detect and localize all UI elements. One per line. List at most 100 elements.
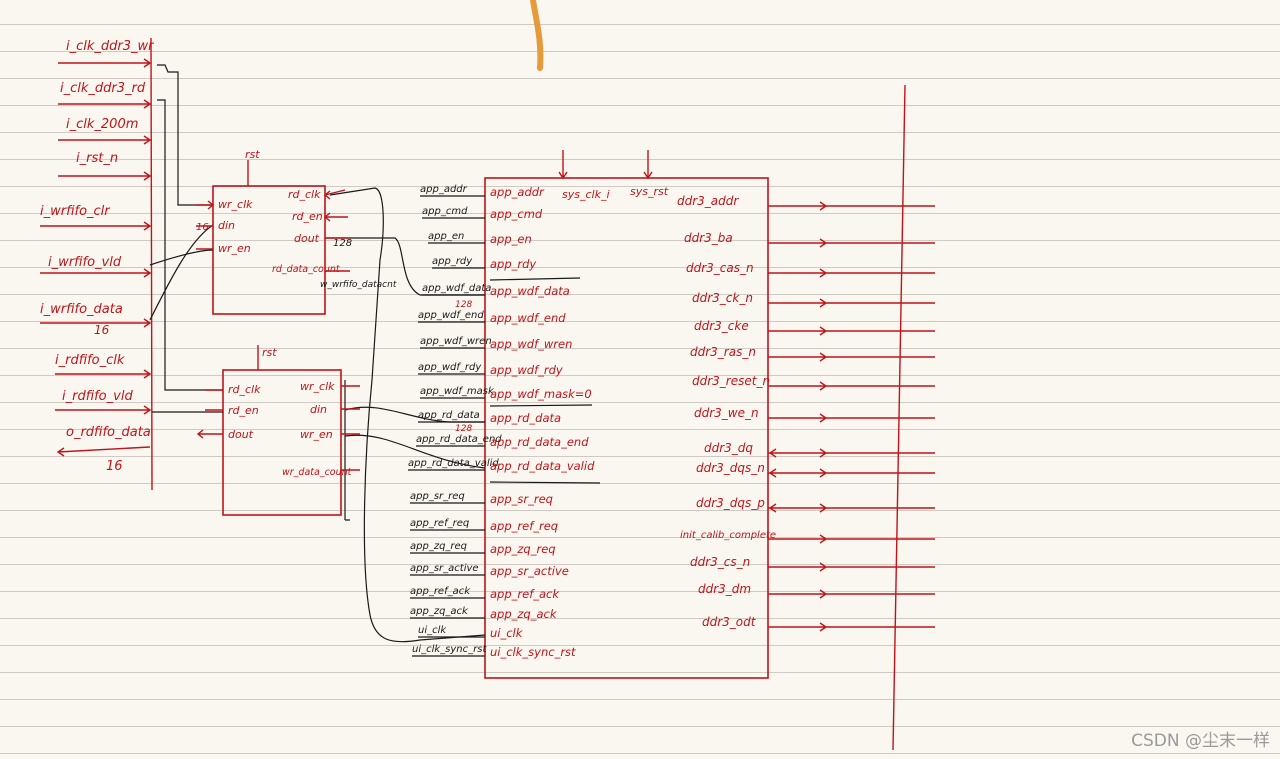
mig-signal-14: app_zq_req — [410, 541, 467, 552]
wrfifo-wr-clk: wr_clk — [218, 198, 253, 211]
mig-left-port-16: app_ref_ack — [490, 587, 560, 601]
mig-sys-rst: sys_rst — [630, 185, 669, 198]
label-i-clk-ddr3-rd: i_clk_ddr3_rd — [60, 81, 146, 96]
mig-right-port-13: ddr3_dm — [698, 582, 751, 596]
mig-left-ports: app_addr app_cmd app_en app_rdy app_wdf_data… — [490, 185, 595, 659]
bus-width-16b: 16 — [106, 459, 123, 474]
mig-left-port-4: app_wdf_data — [490, 284, 570, 298]
mig-left-port-19: ui_clk_sync_rst — [490, 645, 576, 659]
mig-right-port-0: ddr3_addr — [677, 194, 739, 208]
mig-left-port-3: app_rdy — [490, 257, 536, 271]
mig-right-port-5: ddr3_ras_n — [690, 345, 756, 359]
mig-signal-18: ui_clk — [418, 625, 447, 636]
mig-right-port-14: ddr3_odt — [702, 615, 757, 629]
mig-right-stub-5 — [768, 352, 935, 362]
mig-right-stubs — [768, 201, 935, 632]
mig-right-stub-0 — [768, 201, 935, 211]
mig-signal-5: app_wdf_end — [418, 310, 484, 321]
mig-left-port-5: app_wdf_end — [490, 311, 566, 325]
mig-signal-3: app_rdy — [432, 256, 473, 267]
label-i-rdfifo-vld: i_rdfifo_vld — [62, 389, 133, 404]
mig-signal-10: app_rd_data_end — [416, 434, 502, 445]
wire-dout-128 — [325, 237, 485, 296]
mig-left-port-1: app_cmd — [490, 207, 543, 221]
mig-left-port-17: app_zq_ack — [490, 607, 558, 621]
mig-right-ports: ddr3_addr ddr3_ba ddr3_cas_n ddr3_ck_n ddr3_… — [677, 194, 776, 629]
mig-signal-4: app_wdf_data — [422, 283, 491, 294]
marker-stroke — [530, 0, 544, 71]
mig-left-port-15: app_sr_active — [490, 564, 569, 578]
mig-left-port-12: app_sr_req — [490, 492, 553, 506]
mig-right-stub-2 — [768, 268, 935, 278]
rdfifo-wr-clk: wr_clk — [300, 380, 335, 393]
mig-right-port-3: ddr3_ck_n — [692, 291, 753, 305]
wrfifo-count-net: w_wrfifo_datacnt — [320, 280, 397, 290]
mig-left-port-2: app_en — [490, 232, 532, 246]
mig-signal-16: app_ref_ack — [410, 586, 471, 597]
wrfifo-labels: rst wr_clk din wr_en rd_clk rd_en dout r… — [196, 148, 352, 275]
mig-signal-1: app_cmd — [422, 206, 468, 217]
wire-count-up — [344, 380, 350, 521]
rdfifo-rd-clk: rd_clk — [228, 383, 261, 396]
mig-signal-15: app_sr_active — [410, 563, 479, 574]
left-input-arrows — [40, 58, 152, 457]
mig-left-stubs — [408, 195, 485, 657]
label-o-rdfifo-data: o_rdfifo_data — [66, 425, 151, 440]
rdfifo-dout: dout — [228, 428, 254, 441]
mig-128a: 128 — [455, 300, 472, 310]
mig-left-port-18: ui_clk — [490, 626, 524, 640]
rdfifo-rd-en: rd_en — [228, 404, 259, 417]
mig-underlines — [489, 277, 601, 484]
mig-left-port-0: app_addr — [490, 185, 545, 199]
mig-left-port-6: app_wdf_wren — [490, 337, 572, 351]
mig-signal-19: ui_clk_sync_rst — [412, 644, 487, 655]
mig-right-port-12: ddr3_cs_n — [690, 555, 750, 569]
wrfifo-wr-en: wr_en — [218, 242, 251, 255]
mig-right-port-7: ddr3_we_n — [694, 406, 759, 420]
label-i-clk-200m: i_clk_200m — [66, 117, 138, 132]
mig-right-stub-13 — [768, 589, 935, 599]
mig-signal-12: app_sr_req — [410, 491, 465, 502]
mig-left-port-10: app_rd_data_end — [490, 435, 589, 449]
mig-box — [484, 177, 769, 679]
mig-right-port-1: ddr3_ba — [684, 231, 733, 245]
mig-right-stub-11 — [768, 534, 935, 544]
wire-wrfifo-data — [149, 224, 214, 321]
label-i-wrfifo-vld: i_wrfifo_vld — [48, 255, 122, 270]
mig-left-port-8: app_wdf_mask=0 — [490, 387, 592, 401]
mig-left-port-11: app_rd_data_valid — [490, 459, 595, 473]
wire-clk-rd — [157, 99, 223, 391]
mig-signal-7: app_wdf_rdy — [418, 362, 482, 373]
mig-signal-2: app_en — [428, 231, 464, 242]
mig-signal-9: app_rd_data — [418, 410, 480, 421]
wrfifo-rd-clk: rd_clk — [288, 188, 321, 201]
label-i-wrfifo-data: i_wrfifo_data — [40, 302, 123, 317]
wrfifo-rd-data-count: rd_data_count — [272, 264, 341, 275]
mig-left-port-14: app_zq_req — [490, 542, 556, 556]
mig-right-port-2: ddr3_cas_n — [686, 261, 754, 275]
mig-right-stub-7 — [768, 413, 935, 423]
label-i-rdfifo-clk: i_rdfifo_clk — [55, 353, 125, 368]
wire-clk-wr — [157, 64, 213, 206]
wire-rd-valid — [344, 434, 486, 469]
mig-right-port-11: init_calib_complete — [680, 530, 776, 541]
watermark: CSDN @尘末一样 — [1131, 731, 1270, 751]
mig-left-port-13: app_ref_req — [490, 519, 558, 533]
mig-right-stub-4 — [768, 326, 935, 336]
wrfifo-rst: rst — [245, 148, 260, 161]
mig-signal-names: app_addr app_cmd app_en app_rdy app_wdf_data… — [408, 184, 502, 655]
bus-width-16a: 16 — [94, 323, 110, 337]
mig-right-stub-10 — [768, 503, 935, 513]
mig-right-stub-3 — [768, 298, 935, 308]
mig-right-stub-12 — [768, 562, 935, 572]
mig-signal-0: app_addr — [420, 184, 468, 195]
mig-right-port-10: ddr3_dqs_p — [696, 496, 765, 510]
wrfifo-rd-en: rd_en — [292, 210, 323, 223]
wrfifo-16: 16 — [196, 222, 209, 233]
mig-top-ports: sys_clk_i sys_rst — [562, 185, 669, 201]
mig-right-port-4: ddr3_cke — [694, 319, 749, 333]
top-input-labels: i_clk_ddr3_wr i_clk_ddr3_rd i_clk_200m i… — [40, 39, 155, 474]
rdfifo-din: din — [310, 403, 327, 416]
